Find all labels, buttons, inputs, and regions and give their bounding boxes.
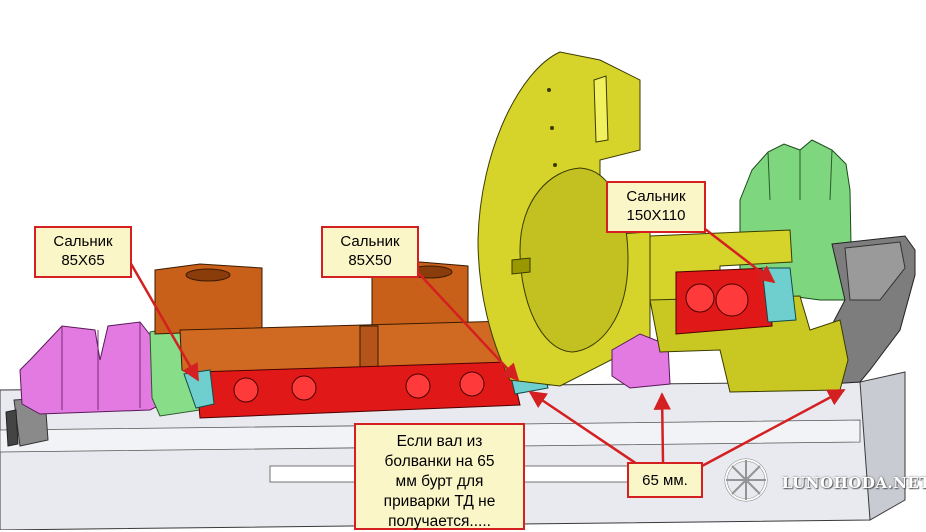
gray-housing-right [823, 235, 916, 385]
callout-text: Сальник 150X110 [626, 188, 686, 224]
watermark-text: LUNOHODA.NET [782, 474, 926, 492]
callout-text: 65 мм. [642, 472, 688, 489]
arrow-85x65 [128, 261, 200, 382]
arrow-65mm-right [701, 388, 846, 468]
watermark-logo [724, 458, 768, 502]
arrow-85x50 [409, 263, 520, 382]
magenta-coupling-left [19, 321, 161, 415]
callout-text: Если вал из болванки на 65 мм бурт для п… [383, 433, 496, 530]
bearings-right [675, 267, 773, 335]
arrow-150x110 [704, 228, 776, 284]
yellow-gear-wheel [477, 51, 651, 387]
magenta-spacer-right [611, 333, 671, 389]
bearings-left [195, 361, 521, 419]
callout-seal-85x50: Сальник 85X50 [321, 226, 419, 278]
callout-arrows [128, 228, 846, 468]
callout-diameter-65mm: 65 мм. [627, 462, 703, 498]
arrow-65mm-left [528, 390, 641, 468]
callout-text: Сальник 85X65 [53, 233, 113, 269]
arrow-65mm-center [653, 392, 671, 463]
callout-text: Сальник 85X50 [340, 233, 400, 269]
callout-shaft-note: Если вал из болванки на 65 мм бурт для п… [354, 423, 525, 530]
callout-seal-150x110: Сальник 150X110 [606, 181, 706, 233]
callout-seal-85x65: Сальник 85X65 [34, 226, 132, 278]
